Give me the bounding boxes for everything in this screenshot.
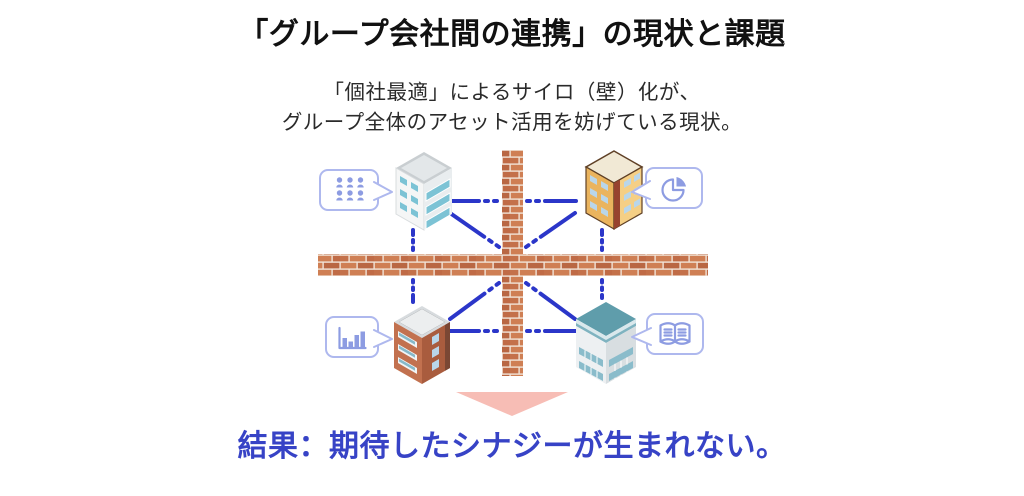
callout-bottom-left — [325, 316, 393, 358]
callout-pointer — [631, 180, 651, 200]
blocked-connection-lines — [411, 199, 604, 333]
open-book-icon — [659, 322, 691, 345]
brick-wall-horizontal — [318, 254, 708, 276]
silo-diagram — [318, 150, 708, 416]
bar-chart-icon — [338, 326, 367, 350]
building-bottom-left-brown — [394, 306, 450, 384]
subtitle-line-2: グループ全体のアセット活用を妨げている現状。 — [281, 111, 743, 134]
building-top-left-gray — [395, 152, 452, 231]
down-arrow — [456, 392, 568, 416]
building-bottom-right-teal — [576, 302, 636, 385]
callout-top-left — [319, 169, 393, 211]
building-top-right-yellow — [584, 150, 644, 231]
callout-pointer — [373, 181, 393, 201]
callout-top-right — [631, 167, 703, 209]
pie-chart-icon — [661, 177, 686, 202]
page-subtitle: 「個社最適」によるサイロ（壁）化が、 グループ全体のアセット活用を妨げている現状… — [0, 78, 1024, 138]
page-title: 「グループ会社間の連携」の現状と課題 — [238, 18, 786, 51]
conclusion-text: 結果：期待したシナジーが生まれない。 — [237, 430, 787, 463]
callout-pointer — [373, 329, 393, 348]
callout-bottom-right — [631, 313, 704, 355]
callout-pointer — [631, 327, 652, 346]
team-grid-icon — [336, 177, 364, 201]
subtitle-line-1: 「個社最適」によるサイロ（壁）化が、 — [323, 81, 701, 104]
